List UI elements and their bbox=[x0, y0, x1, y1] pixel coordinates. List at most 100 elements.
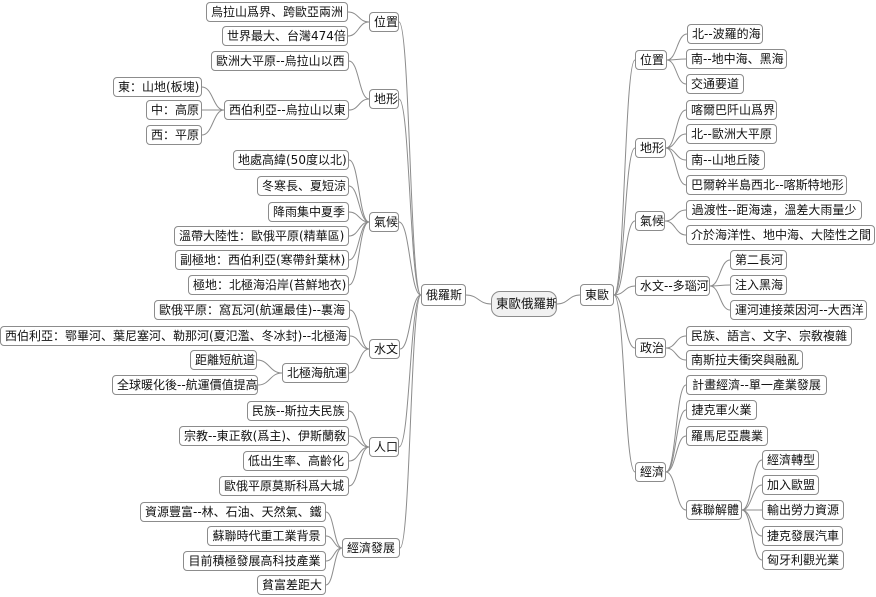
connector-ee_cli_1 bbox=[664, 209, 687, 222]
node-ru-cli-2-subtopic: 冬寒長、夏短涼 bbox=[257, 176, 349, 196]
connector-ru_pop bbox=[398, 294, 422, 448]
node-ru-cli-1-subtopic: 地處高緯(50度以北) bbox=[233, 150, 349, 170]
node-ru-cli-topic: 氣候 bbox=[369, 212, 399, 232]
connector-ru_ter_2a bbox=[201, 86, 225, 111]
connector-ee_hyd bbox=[613, 285, 636, 296]
connector-ru_loc_2 bbox=[347, 21, 370, 37]
node-ee-ter-topic: 地形 bbox=[635, 138, 666, 158]
node-ee-eco-4a-subtopic: 經濟轉型 bbox=[762, 450, 819, 470]
node-ru-cli-3-subtopic: 降雨集中夏季 bbox=[268, 202, 349, 222]
connector-ee_eco_2 bbox=[665, 409, 687, 473]
connector-ee_loc_3 bbox=[666, 59, 687, 85]
node-ru-hyd-1-subtopic: 歐俄平原：窩瓦河(航運最佳)--裏海 bbox=[154, 300, 350, 320]
node-ru-cli-5-subtopic: 副極地：西伯利亞(寒帶針葉林) bbox=[175, 250, 349, 270]
node-ru-hyd-3-subtopic: 北極海航運 bbox=[282, 363, 349, 383]
node-ru-eco-3-subtopic: 目前積極發展高科技產業 bbox=[183, 551, 326, 571]
node-ee-cli-1-subtopic: 過渡性--距海遠，溫差大雨量少 bbox=[686, 200, 862, 220]
node-ee-loc-1-subtopic: 北--波羅的海 bbox=[687, 24, 763, 44]
connector-ru_hyd bbox=[399, 294, 422, 350]
connector-ee_loc_1 bbox=[666, 33, 688, 61]
connector-ee_hyd_3 bbox=[709, 285, 731, 311]
connector-ru_ter_1 bbox=[348, 60, 370, 100]
node-ee-loc-3-subtopic: 交通要道 bbox=[686, 74, 744, 94]
node-ru-cli-6-subtopic: 極地：北極海沿岸(苔鮮地衣) bbox=[188, 275, 349, 295]
connector-ru_ter bbox=[398, 98, 422, 296]
connector-ee_hyd_1 bbox=[709, 259, 731, 287]
node-ru-pop-2-subtopic: 宗教--東正敎(爲主)、伊斯蘭敎 bbox=[179, 426, 349, 446]
connector-ru bbox=[465, 294, 492, 305]
connector-ee_eco bbox=[613, 294, 636, 473]
node-ee-eco-3-subtopic: 羅馬尼亞農業 bbox=[686, 426, 768, 446]
node-ee-hyd-2-subtopic: 注入黑海 bbox=[730, 275, 787, 295]
connector-ru_ter_2c bbox=[201, 109, 225, 136]
node-ee-eco-4c-subtopic: 輸出勞力資源 bbox=[762, 500, 844, 520]
node-ru-eco-1-subtopic: 資源豐富--林、石油、天然氣、鐵 bbox=[140, 502, 326, 522]
node-ru-pop-3-subtopic: 低出生率、高齡化 bbox=[243, 451, 349, 471]
connector-ru_cli bbox=[398, 221, 422, 296]
node-ee-ter-3-subtopic: 南--山地丘陵 bbox=[686, 150, 765, 170]
node-ee-eco-1-subtopic: 計畫經濟--單一產業發展 bbox=[686, 375, 827, 395]
node-ru-pop-topic: 人口 bbox=[369, 437, 399, 457]
connector-ru_hyd_2 bbox=[349, 335, 370, 350]
node-ru-ter-1-subtopic: 歐洲大平原--烏拉山以西 bbox=[211, 51, 349, 71]
node-ru-pop-1-subtopic: 民族--斯拉夫民族 bbox=[247, 401, 349, 421]
connector-ru_eco_2 bbox=[325, 535, 343, 549]
node-ru-hyd-2-subtopic: 西伯利亞：鄂畢河、葉尼塞河、勒那河(夏氾濫、冬冰封)--北極海 bbox=[0, 326, 350, 346]
connector-ru_cli_1 bbox=[348, 159, 370, 223]
connector-ee_eco_4d bbox=[741, 509, 763, 537]
node-ee-loc-2-subtopic: 南--地中海、黑海 bbox=[686, 49, 787, 69]
connector-ee_eco_4e bbox=[741, 509, 763, 561]
connector-ru_ter_2 bbox=[348, 98, 370, 111]
connector-ee_ter_1 bbox=[665, 109, 687, 149]
node-ee-eco-4-subtopic: 蘇聯解體 bbox=[686, 500, 742, 520]
connector-ru_eco_4 bbox=[325, 547, 343, 586]
node-ee-ter-4-subtopic: 巴爾幹半島西北--喀斯特地形 bbox=[686, 175, 847, 195]
connector-ru_hyd_3a bbox=[256, 359, 283, 374]
node-ru-eco-4-subtopic: 貧富差距大 bbox=[257, 575, 326, 595]
connector-ru_hyd_3 bbox=[348, 348, 370, 374]
node-ru-ter-2-subtopic: 西伯利亞--烏拉山以東 bbox=[224, 100, 349, 120]
node-ee-eco-2-subtopic: 捷克軍火業 bbox=[686, 400, 757, 420]
node-ee-loc-topic: 位置 bbox=[635, 50, 667, 70]
connector-ee_pol_2 bbox=[665, 347, 687, 361]
connector-ee_pol bbox=[613, 294, 636, 349]
node-ee-eco-4b-subtopic: 加入歐盟 bbox=[762, 475, 819, 495]
connector-ru_loc bbox=[398, 21, 422, 296]
connector-ru_pop_4 bbox=[348, 446, 370, 487]
node-ru-loc-topic: 位置 bbox=[369, 12, 399, 32]
root-topic: 東歐俄羅斯 bbox=[491, 291, 557, 317]
node-ru-hyd-3b-subtopic: 全球暖化後--航運價值提高 bbox=[112, 375, 258, 395]
node-ee-eco-topic: 經濟 bbox=[635, 462, 666, 482]
node-ru-pop-4-subtopic: 歐俄平原莫斯科爲大城 bbox=[219, 476, 349, 496]
connector-ee_pol_1 bbox=[665, 335, 687, 349]
connector-ru_pop_3 bbox=[348, 446, 370, 462]
node-ru-eco-2-subtopic: 蘇聯時代重工業背景 bbox=[207, 526, 326, 546]
connector-ee_ter bbox=[613, 147, 636, 296]
node-ru-cli-4-subtopic: 溫帶大陸性：歐俄平原(精華區) bbox=[174, 226, 349, 246]
node-ee-hyd-3-subtopic: 運河連接萊因河--大西洋 bbox=[730, 300, 867, 320]
connector-ee bbox=[556, 294, 581, 305]
connector-ee_loc bbox=[613, 59, 636, 296]
connector-ee_eco_1 bbox=[665, 384, 687, 473]
node-ru-loc-2-subtopic: 世界最大、台灣474倍 bbox=[222, 26, 348, 46]
connector-ru_pop_2 bbox=[348, 435, 370, 448]
node-ee-eco-4d-subtopic: 捷克發展汽車 bbox=[762, 526, 843, 546]
connector-ru_pop_1 bbox=[348, 410, 370, 448]
node-ee-eco-4e-subtopic: 匈牙利觀光業 bbox=[762, 550, 844, 570]
node-ee-ter-2-subtopic: 北--歐洲大平原 bbox=[686, 124, 777, 144]
connector-ru_hyd_3b bbox=[257, 372, 283, 386]
node-ee-hyd-topic: 水文--多瑙河 bbox=[635, 276, 710, 296]
node-ru-eco-topic: 經濟發展 bbox=[342, 538, 400, 558]
connector-ru_eco bbox=[399, 294, 422, 549]
connector-ee_eco_4b bbox=[741, 484, 763, 511]
connector-ee_cli_2 bbox=[664, 220, 687, 236]
connector-ru_cli_6 bbox=[348, 221, 370, 286]
node-ee-cli-2-subtopic: 介於海洋性、地中海、大陸性之間 bbox=[686, 225, 875, 245]
connector-ee_cli bbox=[613, 220, 636, 296]
node-ru-hyd-topic: 水文 bbox=[369, 339, 400, 359]
node-ru-ter-2a-subtopic: 東：山地(板塊) bbox=[113, 77, 202, 97]
connector-ee_eco_3 bbox=[665, 435, 687, 473]
node-ru-hyd-3a-subtopic: 距離短航道 bbox=[190, 350, 257, 370]
